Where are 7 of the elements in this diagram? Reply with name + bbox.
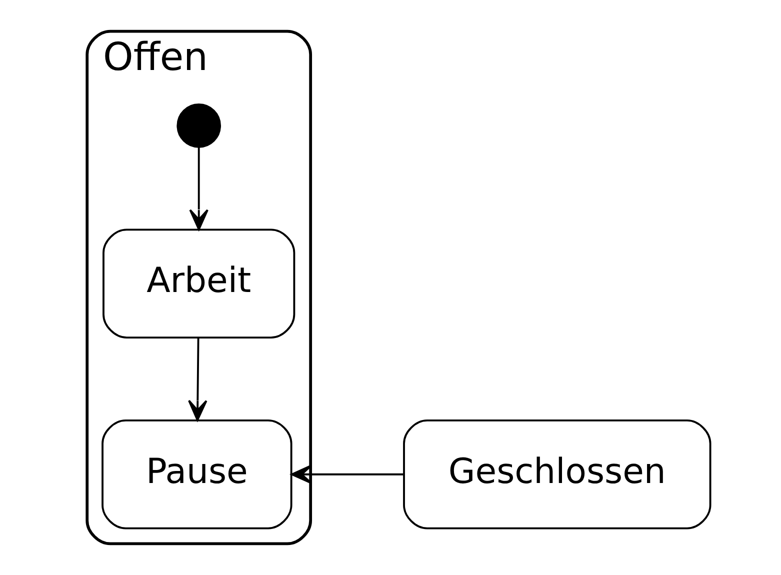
node-box: Geschlossen <box>402 419 711 530</box>
node-circle <box>176 104 220 148</box>
node-box: Pause <box>101 419 292 530</box>
node-box: Arbeit <box>102 228 295 339</box>
arrow <box>290 464 404 484</box>
arrow <box>188 147 208 230</box>
arrow <box>188 338 207 421</box>
